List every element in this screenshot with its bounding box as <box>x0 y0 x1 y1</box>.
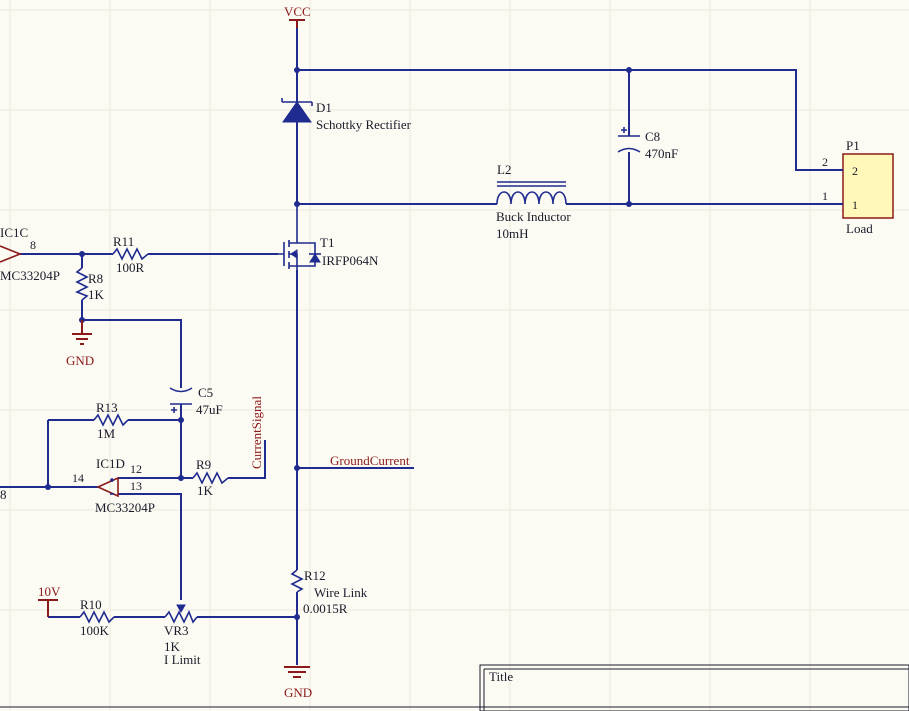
capacitor-c5: C5 47uF <box>169 385 223 417</box>
p1-value: Load <box>846 221 873 236</box>
ic1d-value: MC33204P <box>95 500 155 515</box>
r11-value: 100R <box>116 260 145 275</box>
t1-ref: T1 <box>320 235 334 250</box>
r11-ref: R11 <box>113 234 134 249</box>
opamp-ic1d: IC1D 14 12 13 MC33204P 8 <box>0 456 155 515</box>
gnd-symbol-top: GND <box>66 320 94 368</box>
l2-ref: L2 <box>497 162 511 177</box>
diode-d1: D1 Schottky Rectifier <box>281 98 412 132</box>
r8-ref: R8 <box>88 271 103 286</box>
ic1d-pin-b: 13 <box>130 479 142 493</box>
l2-value2: 10mH <box>496 226 529 241</box>
opamp-ic1c: IC1C 8 MC33204P <box>0 225 60 283</box>
vr3-value: 1K <box>164 639 181 654</box>
ic1c-ref: IC1C <box>0 225 28 240</box>
ten-v-label: 10V <box>38 584 61 599</box>
c8-value: 470nF <box>645 146 678 161</box>
resistor-r8: R8 1K <box>75 267 105 302</box>
d1-value: Schottky Rectifier <box>316 117 412 132</box>
ic1d-pin-out: 14 <box>72 471 84 485</box>
resistor-r11: R11 100R <box>112 234 149 275</box>
r13-ref: R13 <box>96 400 118 415</box>
t1-value: IRFP064N <box>322 253 379 268</box>
l2-value: Buck Inductor <box>496 209 571 224</box>
p1-ref: P1 <box>846 138 860 153</box>
r12-value: Wire Link <box>314 585 368 600</box>
ground-current-label: GroundCurrent <box>330 453 410 468</box>
title-block: Title <box>479 664 909 711</box>
c5-value: 47uF <box>196 402 223 417</box>
connector-p1: P1 2 1 2 1 Load <box>815 138 894 236</box>
inductor-l2: L2 Buck Inductor 10mH <box>496 162 571 241</box>
d1-ref: D1 <box>316 100 332 115</box>
gnd-top-label: GND <box>66 353 94 368</box>
gnd-symbol-bottom: GND <box>284 666 312 700</box>
resistor-r10: R10 100K <box>79 597 115 638</box>
ic1c-value: MC33204P <box>0 268 60 283</box>
ic1d-ref: IC1D <box>96 456 125 471</box>
junctions <box>45 67 632 620</box>
current-signal-label: CurrentSignal <box>249 396 264 469</box>
potentiometer-vr3: VR3 1K I Limit <box>164 604 201 667</box>
wires <box>0 28 843 665</box>
vr3-value2: I Limit <box>164 652 201 667</box>
ic1d-pin-a: 12 <box>130 462 142 476</box>
vcc-symbol: VCC <box>284 4 311 28</box>
r13-value: 1M <box>97 426 116 441</box>
resistor-r12: R12 Wire Link 0.0015R <box>290 568 368 616</box>
capacitor-c8: C8 470nF <box>617 127 678 161</box>
ic1c-pin: 8 <box>30 238 36 252</box>
ten-v-symbol: 10V <box>38 584 61 617</box>
mosfet-t1: T1 IRFP064N <box>278 204 379 270</box>
c5-ref: C5 <box>198 385 213 400</box>
r8-value: 1K <box>88 287 105 302</box>
vcc-label: VCC <box>284 4 311 19</box>
r9-value: 1K <box>197 483 214 498</box>
vr3-ref: VR3 <box>164 623 189 638</box>
c8-ref: C8 <box>645 129 660 144</box>
r10-value: 100K <box>80 623 110 638</box>
p1-pin1-label: 1 <box>852 198 858 212</box>
p1-pin2-num: 2 <box>822 155 828 169</box>
resistor-r9: R9 1K <box>192 457 229 498</box>
p1-pin2-label: 2 <box>852 164 858 178</box>
left-edge-label: 8 <box>0 487 7 502</box>
r12-ref: R12 <box>304 568 326 583</box>
resistor-r13: R13 1M <box>93 400 129 441</box>
r12-value2: 0.0015R <box>303 601 348 616</box>
p1-pin1-num: 1 <box>822 189 828 203</box>
gnd-bottom-label: GND <box>284 685 312 700</box>
r9-ref: R9 <box>196 457 211 472</box>
r10-ref: R10 <box>80 597 102 612</box>
title-block-label: Title <box>489 669 513 684</box>
